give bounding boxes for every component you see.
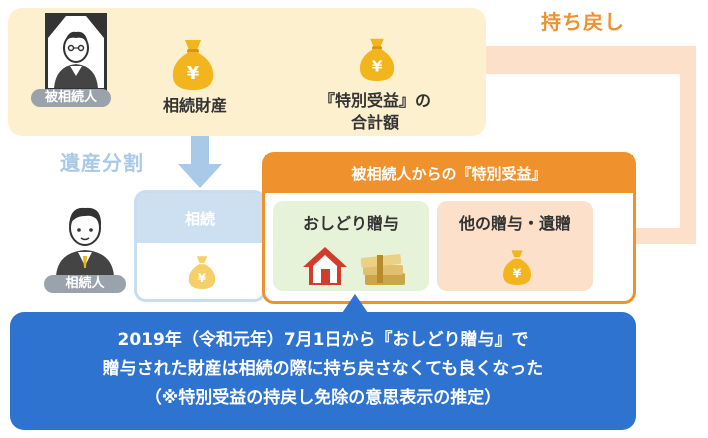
house-icon bbox=[303, 247, 347, 285]
special-benefit-label-line1: 『特別受益』の bbox=[318, 91, 431, 110]
other-gift-label: 他の贈与・遺贈 bbox=[458, 214, 571, 233]
callout-pointer bbox=[340, 294, 370, 316]
yen-symbol: ¥ bbox=[513, 265, 522, 280]
special-benefit-label-line2: 合計額 bbox=[350, 113, 399, 132]
special-benefit-total-label: 『特別受益』の 合計額 bbox=[295, 90, 455, 134]
other-gift-box: 他の贈与・遺贈 ¥ bbox=[437, 201, 593, 291]
oshidori-gift-label: おしどり贈与 bbox=[302, 214, 399, 233]
oshidori-gift-box: おしどり贈与 bbox=[273, 201, 429, 291]
estate-label: 相続財産 bbox=[162, 96, 227, 115]
yen-symbol: ¥ bbox=[187, 63, 200, 84]
inheritance-box: 相続 ¥ bbox=[134, 190, 266, 302]
division-label: 遺産分割 bbox=[60, 151, 144, 175]
yen-symbol: ¥ bbox=[198, 271, 207, 285]
special-benefit-panel: 被相続人からの『特別受益』 おしどり贈与 他の贈与・遺贈 ¥ bbox=[262, 152, 636, 304]
yen-symbol: ¥ bbox=[372, 58, 383, 76]
callout-box: 2019年（令和元年）7月1日から『おしどり贈与』で 贈与された財産は相続の際に… bbox=[10, 312, 636, 430]
callout-line1: 2019年（令和元年）7月1日から『おしどり贈与』で bbox=[117, 330, 529, 350]
decedent-tag: 被相続人 bbox=[31, 89, 111, 107]
callout-line2: 贈与された財産は相続の際に持ち戻さなくても良くなった bbox=[102, 359, 544, 379]
division-arrow-icon bbox=[178, 136, 222, 188]
inheritance-money-bag-icon: ¥ bbox=[188, 256, 216, 289]
callout-text: 2019年（令和元年）7月1日から『おしどり贈与』で 贈与された財産は相続の際に… bbox=[10, 326, 636, 413]
heir-icon bbox=[56, 207, 114, 276]
decedent-portrait bbox=[45, 13, 107, 91]
cash-stack-icon bbox=[360, 254, 405, 285]
decedent-icon bbox=[48, 16, 104, 88]
heir-tag: 相続人 bbox=[44, 275, 126, 293]
callout-line3: （※特別受益の持戻し免除の意思表示の推定） bbox=[144, 388, 502, 408]
special-benefit-panel-title: 被相続人からの『特別受益』 bbox=[265, 155, 633, 193]
other-gift-money-bag-icon: ¥ bbox=[503, 250, 531, 285]
return-label: 持ち戻し bbox=[541, 10, 625, 34]
estate-money-bag-icon: ¥ bbox=[172, 40, 214, 90]
special-benefit-money-bag-icon: ¥ bbox=[359, 38, 395, 81]
inheritance-box-title: 相続 bbox=[137, 193, 263, 243]
